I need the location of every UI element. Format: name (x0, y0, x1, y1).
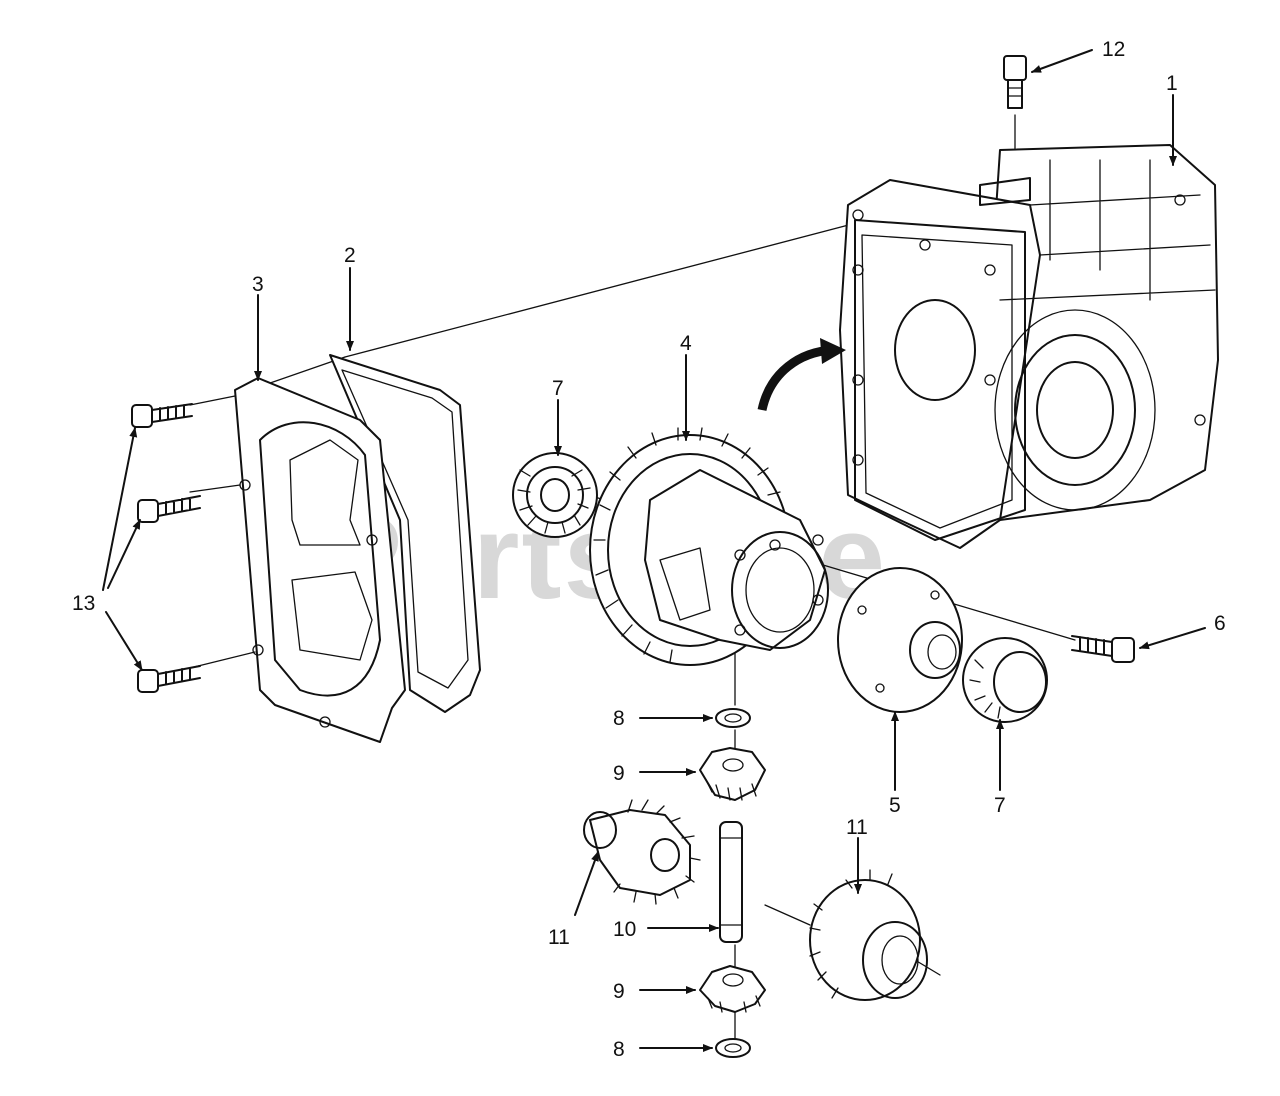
bolt-middle (137, 495, 201, 523)
bolt-part-6 (1071, 635, 1135, 663)
callout-11-right: 11 (846, 816, 868, 839)
callout-9-lower: 9 (613, 980, 625, 1003)
callout-1: 1 (1166, 72, 1178, 95)
curved-arrow (757, 338, 846, 412)
shaft-part-10 (719, 821, 743, 943)
pinion-gear-upper-part-9 (699, 747, 766, 801)
pinion-gear-lower-part-9 (699, 965, 766, 1013)
bolt-bottom (137, 665, 201, 693)
callout-7-lower: 7 (994, 794, 1006, 817)
side-gear-left-part-11 (583, 799, 701, 905)
cover-part-3 (234, 377, 406, 743)
bolts-part-13 (131, 403, 201, 693)
callout-12: 12 (1102, 38, 1125, 61)
callout-8-lower: 8 (613, 1038, 625, 1061)
side-gear-right-part-11 (809, 869, 928, 1001)
washer-upper-part-8 (715, 708, 751, 728)
callout-5: 5 (889, 794, 901, 817)
callout-11-left: 11 (548, 926, 570, 949)
callout-4: 4 (680, 332, 692, 355)
bearing-right-part-7 (962, 637, 1048, 723)
callout-3: 3 (252, 273, 264, 296)
callout-13: 13 (72, 592, 95, 615)
callout-6: 6 (1214, 612, 1226, 635)
housing-part-1 (839, 144, 1219, 549)
callout-7-upper: 7 (552, 377, 564, 400)
callout-9-upper: 9 (613, 762, 625, 785)
washer-lower-part-8 (715, 1038, 751, 1058)
callout-8-upper: 8 (613, 707, 625, 730)
differential-part-4 (589, 427, 829, 666)
bearing-left-part-7 (512, 452, 598, 538)
callout-10: 10 (613, 918, 636, 941)
plug-part-12 (1003, 55, 1027, 109)
callout-leaders (102, 49, 1206, 1052)
end-plate-part-5 (837, 567, 963, 713)
gasket-part-2 (329, 354, 481, 713)
callout-labels: 12 1 2 3 4 7 6 5 7 8 9 11 11 10 9 8 13 (72, 38, 1226, 1061)
callout-2: 2 (344, 244, 356, 267)
bolt-top (131, 403, 193, 428)
